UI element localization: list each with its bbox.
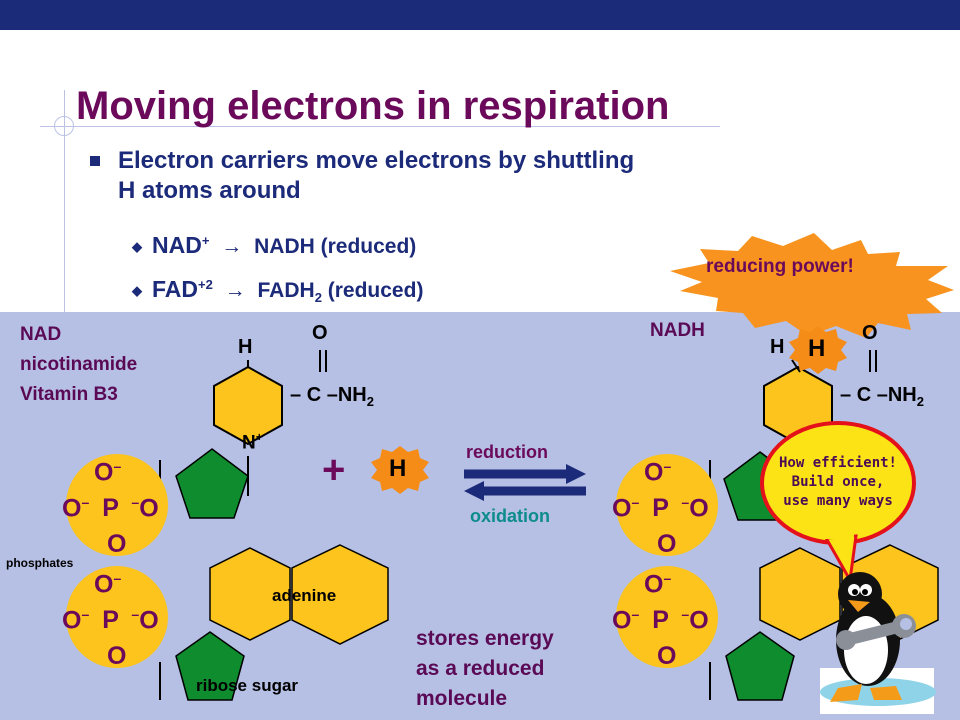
reduction-arrow-head [566, 464, 586, 484]
nadh-phosphate-2-middle: O– P –O [612, 606, 709, 635]
phosphate-1-o-top: O– [94, 458, 122, 487]
phosphates-label: phosphates [6, 556, 74, 570]
sub-bullet-nad: ◆NAD+ → NADH (reduced) [132, 232, 417, 258]
phosphate-2-o-top: O– [94, 570, 122, 599]
nad-label: NAD nicotinamide Vitamin B3 [20, 324, 138, 405]
ribose-pentagon-bottom [175, 631, 245, 701]
diamond-bullet-icon: ◆ [132, 283, 142, 299]
phosphate-2-o-bottom: O [107, 642, 127, 670]
burst-shape [670, 233, 954, 338]
h-atom-burst [371, 446, 429, 494]
oxidation-arrow-head [464, 481, 484, 501]
decor-circle-icon [54, 116, 74, 136]
decor-vertical-line [64, 90, 65, 312]
bullet-line-1: Electron carriers move electrons by shut… [118, 147, 635, 174]
nadh-phosphate-1-o-top: O– [644, 458, 672, 487]
bullet-text: Electron carriers move electrons by shut… [118, 146, 634, 206]
h-atom-label: H [389, 455, 407, 482]
chem-o: O [312, 322, 328, 344]
adenine-label: adenine [272, 586, 337, 605]
plus-sign: + [322, 448, 346, 492]
nadh-label: NADH [650, 320, 705, 341]
chem-carboxamide: – C –NH2 [290, 384, 374, 409]
nadh-added-h-label: H [808, 335, 826, 362]
nadh-chem-carboxamide: – C –NH2 [840, 384, 924, 409]
square-bullet-icon [90, 156, 100, 166]
adenine-hexagon-right [291, 544, 389, 645]
sub-bullet-fad: ◆FAD+2 → FADH2 (reduced) [132, 276, 424, 306]
chem-n-plus: N+ [242, 430, 263, 454]
reducing-power-label: reducing power! [706, 256, 854, 277]
oxidation-label: oxidation [470, 506, 550, 526]
nadh-phosphate-2-o-bottom: O [657, 642, 677, 670]
phosphate-circle-1 [66, 454, 168, 556]
phosphate-circle-2 [66, 566, 168, 668]
arrow-right-icon: → [221, 235, 243, 258]
nadh-phosphate-circle-2 [616, 566, 718, 668]
ribose-pentagon-top [175, 448, 249, 519]
ribose-sugar-label: ribose sugar [196, 676, 299, 695]
nadh-phosphate-circle-1 [616, 454, 718, 556]
nadh-h-atom-burst [789, 326, 847, 374]
top-accent-bar [0, 0, 960, 30]
nicotinamide-hexagon [213, 365, 283, 446]
nadh-phosphate-2-o-top: O– [644, 570, 672, 599]
penguin-icon [820, 572, 936, 714]
slide-title: Moving electrons in respiration [76, 84, 670, 128]
nadh-adenine-hexagon-left [759, 547, 841, 641]
arrow-right-icon: → [224, 279, 246, 302]
bullet-line-2: H atoms around [118, 177, 301, 204]
phosphate-2-middle: O– P –O [62, 606, 159, 635]
speech-bubble-text: How efficient! Build once, use many ways [778, 455, 897, 509]
reduction-label: reduction [466, 442, 549, 462]
nadh-phosphate-1-middle: O– P –O [612, 494, 709, 523]
nadh-phosphate-1-o-bottom: O [657, 530, 677, 558]
diamond-bullet-icon: ◆ [132, 239, 142, 255]
phosphate-1-o-bottom: O [107, 530, 127, 558]
adenine-hexagon-left [209, 547, 291, 641]
phosphate-1-middle: O– P –O [62, 494, 159, 523]
chem-h: H [238, 336, 253, 358]
nadh-chem-h: H [770, 336, 785, 358]
stores-energy-label: stores energy as a reduced molecule [416, 627, 554, 710]
nadh-ribose-pentagon-bottom [725, 631, 795, 701]
title-underline [40, 126, 720, 127]
nadh-chem-o: O [862, 322, 878, 344]
